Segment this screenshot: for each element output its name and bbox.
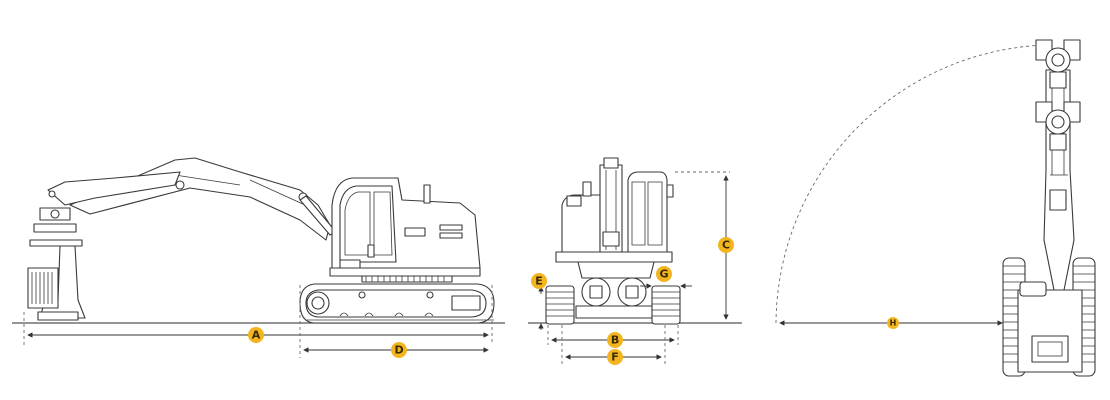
svg-text:G: G bbox=[659, 268, 668, 281]
felling-head bbox=[27, 207, 86, 321]
svg-text:F: F bbox=[611, 351, 619, 364]
undercarriage bbox=[299, 283, 495, 324]
marker-g: G bbox=[656, 266, 672, 282]
side-view-machine bbox=[12, 157, 505, 358]
front-cab bbox=[627, 171, 668, 253]
marker-a: A bbox=[248, 327, 264, 343]
marker-h: H bbox=[887, 317, 899, 329]
svg-text:E: E bbox=[535, 275, 543, 288]
upper-structure bbox=[329, 177, 481, 283]
svg-text:C: C bbox=[722, 239, 730, 252]
top-view-machine bbox=[775, 39, 1096, 377]
marker-f: F bbox=[607, 349, 623, 365]
swing-radius-arc bbox=[775, 44, 1047, 324]
top-head-lower bbox=[1035, 101, 1081, 151]
svg-text:A: A bbox=[252, 329, 261, 342]
top-head-upper bbox=[1035, 39, 1081, 89]
svg-text:H: H bbox=[890, 319, 897, 328]
cab bbox=[339, 185, 397, 263]
svg-text:D: D bbox=[394, 344, 403, 357]
svg-text:B: B bbox=[611, 334, 619, 347]
front-track-left bbox=[545, 285, 575, 325]
marker-e: E bbox=[531, 273, 547, 289]
front-track-right bbox=[651, 285, 681, 325]
marker-b: B bbox=[607, 332, 623, 348]
marker-c: C bbox=[718, 237, 734, 253]
front-view-machine bbox=[528, 157, 742, 364]
stick-arm bbox=[47, 171, 181, 206]
marker-d: D bbox=[391, 342, 407, 358]
